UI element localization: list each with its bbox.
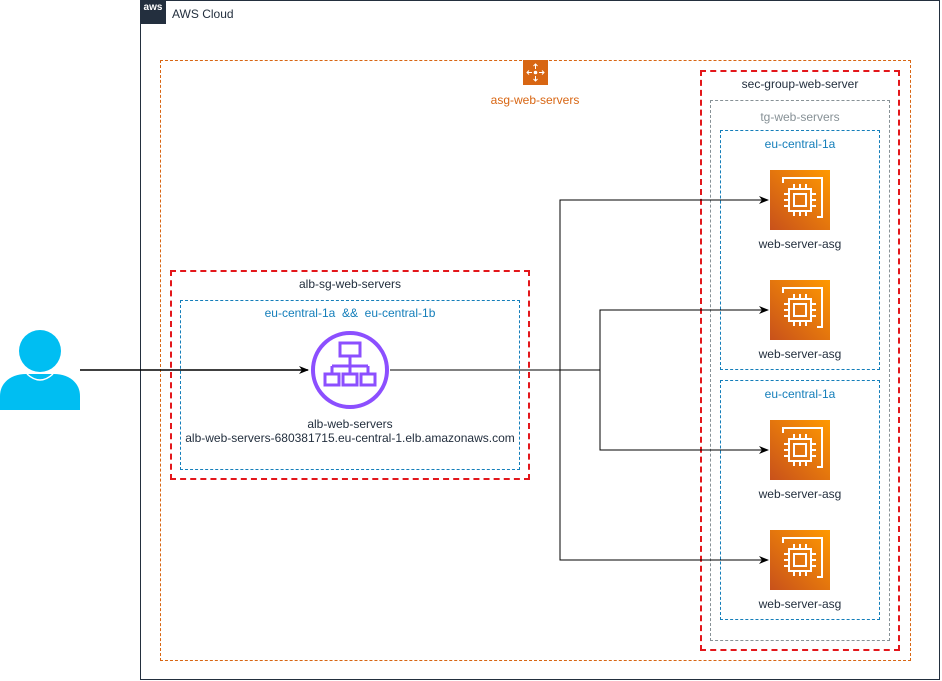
security-group-label: sec-group-web-server bbox=[741, 77, 859, 91]
ec2-instance-icon bbox=[770, 420, 830, 480]
alb-security-group-label: alb-sg-web-servers bbox=[298, 277, 402, 291]
aws-cloud-group bbox=[140, 0, 940, 680]
aws-cloud-label: AWS Cloud bbox=[172, 7, 234, 21]
auto-scaling-icon bbox=[523, 60, 548, 85]
user-icon bbox=[0, 330, 80, 410]
availability-zone-1 bbox=[720, 130, 880, 370]
instance-2-label: web-server-asg bbox=[758, 347, 842, 361]
alb-to-instance-4-connector bbox=[390, 369, 769, 564]
ec2-instance-icon bbox=[770, 530, 830, 590]
load-balancer-dns: alb-web-servers-680381715.eu-central-1.e… bbox=[185, 431, 515, 445]
alb-to-instance-2-connector bbox=[390, 306, 769, 371]
instance-3-label: web-server-asg bbox=[758, 487, 842, 501]
alb-to-instance-1-connector bbox=[390, 196, 769, 371]
ec2-instance-icon bbox=[770, 170, 830, 230]
ec2-instance-icon bbox=[770, 280, 830, 340]
security-group bbox=[700, 70, 900, 651]
availability-zone-2 bbox=[720, 380, 880, 620]
availability-zone-2-label: eu-central-1a bbox=[764, 387, 836, 401]
aws-logo-icon: aws bbox=[140, 0, 166, 24]
alb-availability-zones-label: eu-central-1a && eu-central-1b bbox=[264, 306, 436, 320]
target-group-label: tg-web-servers bbox=[760, 110, 840, 124]
instance-1-label: web-server-asg bbox=[758, 237, 842, 251]
load-balancer-name: alb-web-servers bbox=[307, 417, 393, 431]
alb-security-group bbox=[170, 270, 530, 480]
asg-label: asg-web-servers bbox=[490, 93, 580, 107]
instance-4-label: web-server-asg bbox=[758, 597, 842, 611]
target-group bbox=[710, 100, 890, 641]
application-load-balancer-icon bbox=[311, 331, 389, 409]
availability-zone-1-label: eu-central-1a bbox=[764, 137, 836, 151]
alb-availability-zones bbox=[180, 300, 520, 470]
aws-logo-text: aws bbox=[143, 2, 163, 13]
